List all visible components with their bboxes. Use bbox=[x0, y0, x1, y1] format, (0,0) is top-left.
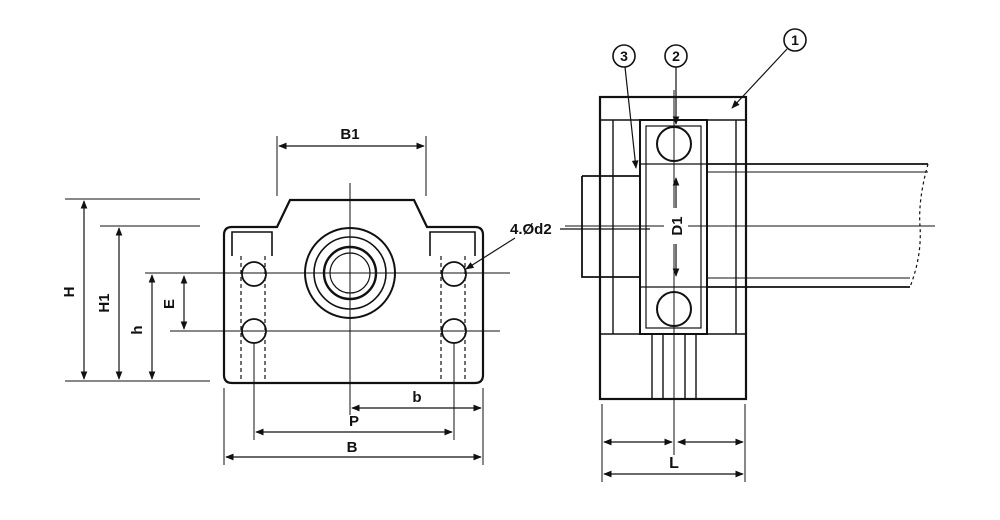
part-balloon-1-label: 1 bbox=[791, 32, 799, 48]
left-counterbore bbox=[231, 231, 273, 256]
part-balloon-3: 3 bbox=[612, 44, 639, 169]
side-section-view: D1 L 1 2 3 bbox=[565, 28, 935, 482]
base-slots bbox=[651, 334, 697, 399]
front-view: B1 H H1 h E b P B 4.Ød2 bbox=[61, 126, 650, 465]
dim-P-label: P bbox=[349, 413, 359, 430]
dim-B1-label: B1 bbox=[340, 126, 359, 143]
dim-B-label: B bbox=[347, 439, 358, 456]
part-balloon-3-label: 3 bbox=[620, 48, 628, 64]
dim-b-label: b bbox=[412, 389, 421, 406]
right-counterbore bbox=[429, 231, 476, 256]
mounting-hole-top-right bbox=[441, 261, 467, 287]
dim-h-label: h bbox=[129, 325, 146, 334]
housing-outline bbox=[222, 198, 485, 385]
shaft bbox=[581, 163, 928, 288]
part-balloon-1: 1 bbox=[731, 28, 807, 109]
dim-L-label: L bbox=[669, 455, 679, 472]
part-balloon-2-label: 2 bbox=[672, 48, 680, 64]
mounting-hole-top-left bbox=[241, 261, 267, 287]
dim-H-label: H bbox=[61, 287, 78, 298]
hole-callout-label: 4.Ød2 bbox=[510, 221, 552, 238]
extension-lines bbox=[65, 136, 484, 465]
dim-D1-label: D1 bbox=[669, 216, 686, 235]
dim-E-label: E bbox=[161, 299, 178, 309]
side-extension-lines bbox=[601, 404, 746, 482]
dim-H1-label: H1 bbox=[96, 293, 113, 312]
hole-callout-leader bbox=[465, 237, 516, 270]
side-housing-outer bbox=[598, 95, 748, 401]
part-balloon-2: 2 bbox=[664, 44, 688, 125]
